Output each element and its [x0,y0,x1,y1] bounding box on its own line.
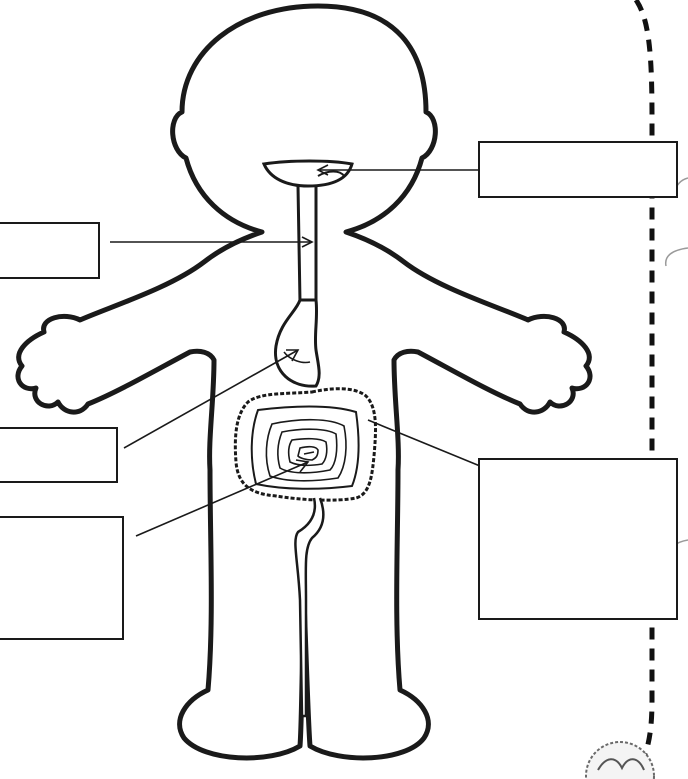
cut-line [630,0,652,779]
label-text-large-intestine [480,460,676,468]
corner-decoration [586,742,654,779]
label-box-esophagus[interactable] [0,222,100,279]
label-box-small-intestine[interactable] [0,516,124,640]
label-text-esophagus [0,224,98,232]
label-box-large-intestine[interactable] [478,458,678,620]
label-text-stomach [0,429,116,437]
label-box-stomach[interactable] [0,427,118,483]
page-edge-curve-2 [666,248,688,266]
label-text-mouth [480,143,676,151]
label-text-small-intestine [0,518,122,526]
label-box-mouth[interactable] [478,141,678,198]
